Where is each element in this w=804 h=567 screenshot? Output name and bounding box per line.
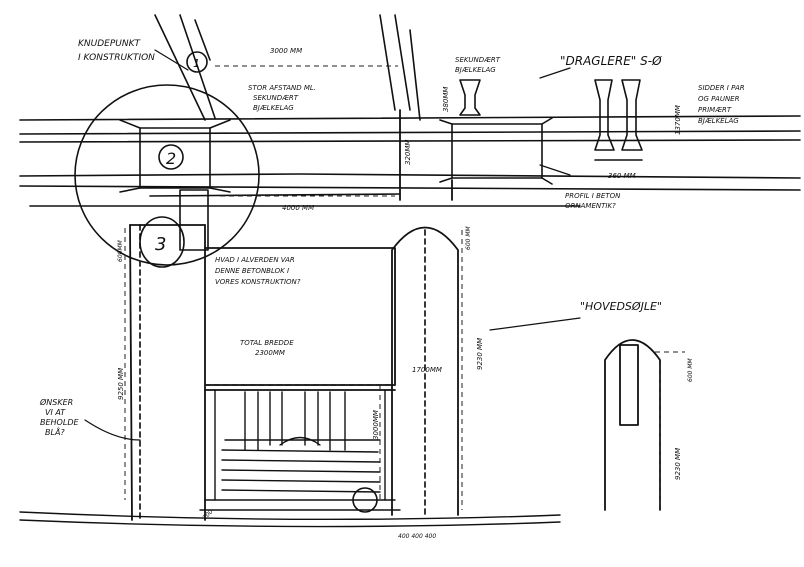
- dim-1370: 1370MM: [674, 105, 682, 135]
- bottom-dims: 400 400 400: [398, 533, 436, 540]
- draglere-profiles: [459, 79, 643, 161]
- dim-9250: 9250 MM: [117, 368, 125, 400]
- draglere-title: "DRAGLERE" S-Ø: [560, 54, 662, 68]
- hvad-label: HVAD I ALVERDEN VAR DENNE BETONBLOK I VO…: [215, 256, 301, 286]
- dim-9230b: 9230 MM: [674, 448, 682, 480]
- dim-lines: [124, 65, 685, 510]
- node-block: [119, 119, 231, 251]
- profil-label: PROFIL I BETON ORNAMENTIK?: [565, 192, 623, 210]
- dim-top: 3000 MM: [270, 47, 302, 55]
- dim-1700: 1700MM: [412, 366, 442, 374]
- circle-1-label: 1: [193, 57, 200, 70]
- total-bredde-label: TOTAL BREDDE 2300MM: [240, 339, 296, 357]
- sidder-label: SIDDER I PAR OG PAUNER PRIMÆRT BJÆLKELAG: [698, 84, 747, 125]
- ground-lines: [19, 511, 561, 528]
- left-column: [129, 224, 206, 521]
- concrete-block: [204, 247, 396, 391]
- horizontal-beams: [19, 115, 801, 207]
- dim-360: 360 MM: [608, 172, 636, 180]
- hovedsojle-detail: [604, 339, 661, 511]
- leader-lines: [84, 49, 581, 441]
- stor-afstand-label: STOR AFSTAND ML. SEKUNDÆRT BJÆLKELAG: [248, 84, 318, 112]
- sekundaert-label: SEKUNDÆRT BJÆLKELAG: [455, 56, 502, 74]
- onsker-label: ØNSKER VI AT BEHOLDE BLÅ?: [39, 397, 81, 437]
- circle-3-label: 3: [155, 234, 166, 255]
- dim-600b: 600 MM: [465, 225, 472, 250]
- dim-380: 380MM: [442, 87, 450, 112]
- opening: [199, 389, 401, 511]
- hovedsojle-title: "HOVEDSØJLE": [580, 300, 662, 313]
- right-column: [391, 109, 459, 516]
- numbered-circles: [139, 51, 378, 513]
- dim-4000: 4000 MM: [282, 204, 314, 212]
- knudepunkt-label: KNUDEPUNKT I KONSTRUKTION: [78, 39, 155, 63]
- node-circle: [74, 84, 260, 266]
- diagonal-beams: [154, 14, 421, 121]
- profile-block: [439, 117, 553, 185]
- dim-320: 320MM: [404, 140, 412, 165]
- dim-9230: 9230 MM: [476, 338, 484, 370]
- circle-2-label: 2: [166, 149, 176, 168]
- dim-600c: 600 MM: [687, 357, 694, 382]
- dim-600a: 600MM: [117, 239, 124, 262]
- dim-3000v: 3000MM: [372, 410, 380, 440]
